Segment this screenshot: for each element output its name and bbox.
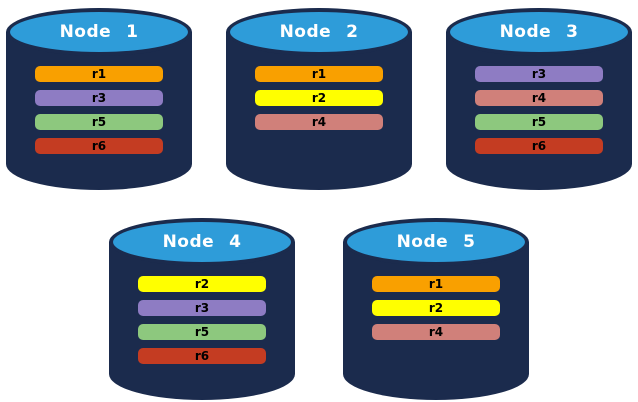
replica-bar: r5 [35, 114, 163, 130]
database-node-cylinder: Node 5 r1 r2 r4 [343, 218, 529, 400]
database-node-cylinder: Node 4 r2 r3 r5 r6 [109, 218, 295, 400]
cylinder-top-ellipse: Node 4 [109, 218, 295, 266]
replica-bar: r6 [475, 138, 603, 154]
node-title: Node 3 [499, 22, 579, 42]
replica-bar-label: r4 [428, 325, 444, 339]
replica-bar: r6 [138, 348, 266, 364]
replica-bar: r4 [475, 90, 603, 106]
replica-bar: r4 [372, 324, 500, 340]
cylinder-body [6, 32, 192, 190]
cylinder-top-ellipse: Node 5 [343, 218, 529, 266]
cylinder-body [109, 242, 295, 400]
replica-bar-stack: r3 r4 r5 r6 [446, 66, 632, 154]
database-node-cylinder: Node 2 r1 r2 r4 [226, 8, 412, 190]
cylinder-top-ellipse: Node 2 [226, 8, 412, 56]
replica-bar-label: r2 [194, 277, 210, 291]
node-row-top: Node 1 r1 r3 r5 r6 Node 2 r1 r2 r4 Node … [0, 0, 638, 190]
replica-bar-label: r3 [91, 91, 107, 105]
replica-bar: r1 [372, 276, 500, 292]
replica-bar: r2 [255, 90, 383, 106]
replica-bar-label: r5 [194, 325, 210, 339]
cylinder-top-ellipse: Node 1 [6, 8, 192, 56]
replica-bar: r2 [138, 276, 266, 292]
node-title: Node 1 [59, 22, 139, 42]
replica-bar-label: r1 [428, 277, 444, 291]
replica-bar: r5 [475, 114, 603, 130]
replica-bar-stack: r1 r2 r4 [343, 276, 529, 340]
replica-bar: r4 [255, 114, 383, 130]
replica-bar-stack: r2 r3 r5 r6 [109, 276, 295, 364]
replica-bar-label: r2 [311, 91, 327, 105]
replica-bar: r5 [138, 324, 266, 340]
node-title: Node 2 [279, 22, 359, 42]
replica-bar-label: r6 [91, 139, 107, 153]
cylinder-body [226, 32, 412, 190]
replica-bar-label: r1 [311, 67, 327, 81]
replica-bar-label: r2 [428, 301, 444, 315]
replica-bar-label: r6 [531, 139, 547, 153]
replica-bar: r3 [138, 300, 266, 316]
replica-bar-label: r5 [531, 115, 547, 129]
replica-bar-label: r1 [91, 67, 107, 81]
replica-bar: r2 [372, 300, 500, 316]
replica-bar-label: r4 [531, 91, 547, 105]
replica-bar-label: r3 [194, 301, 210, 315]
database-node-cylinder: Node 1 r1 r3 r5 r6 [6, 8, 192, 190]
database-node-cylinder: Node 3 r3 r4 r5 r6 [446, 8, 632, 190]
replica-bar-label: r6 [194, 349, 210, 363]
node-title: Node 5 [396, 232, 476, 252]
cylinder-body [446, 32, 632, 190]
replica-bar-stack: r1 r2 r4 [226, 66, 412, 130]
replica-bar: r3 [475, 66, 603, 82]
replica-bar-label: r5 [91, 115, 107, 129]
node-row-bottom: Node 4 r2 r3 r5 r6 Node 5 r1 r2 r4 [0, 190, 638, 400]
replica-bar-label: r4 [311, 115, 327, 129]
replica-bar: r1 [35, 66, 163, 82]
replica-bar-stack: r1 r3 r5 r6 [6, 66, 192, 154]
replica-bar-label: r3 [531, 67, 547, 81]
cylinder-top-ellipse: Node 3 [446, 8, 632, 56]
replica-bar: r1 [255, 66, 383, 82]
replica-bar: r3 [35, 90, 163, 106]
replica-bar: r6 [35, 138, 163, 154]
node-title: Node 4 [162, 232, 242, 252]
cylinder-body [343, 242, 529, 400]
